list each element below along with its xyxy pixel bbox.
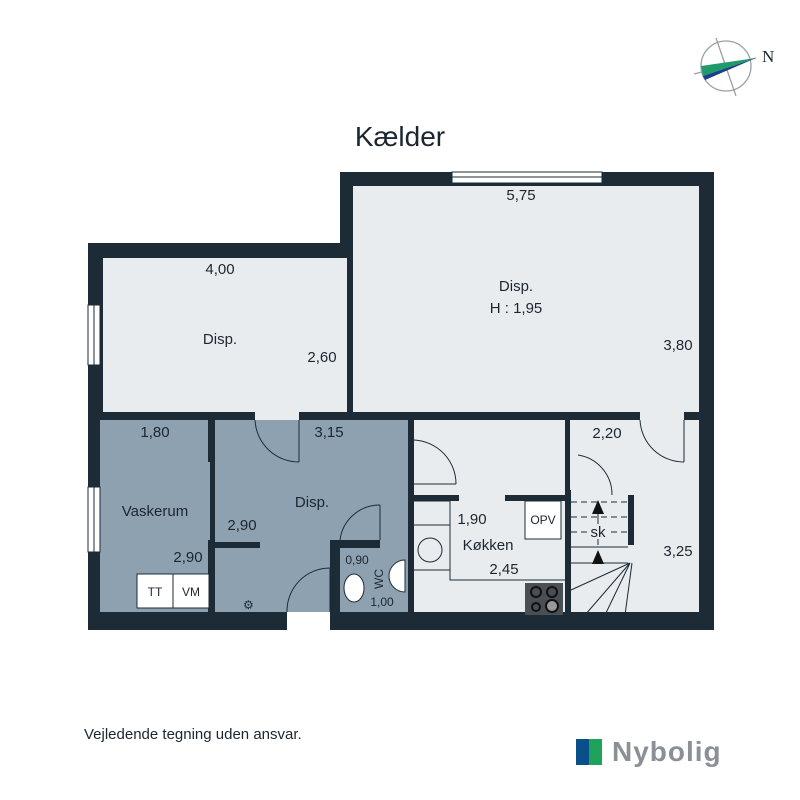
dim: 5,75 [506, 187, 535, 204]
brand-name: Nybolig [612, 736, 722, 767]
room-name: Disp. [295, 494, 329, 511]
room-name: Vaskerum [122, 503, 188, 520]
room-disp-1 [103, 258, 347, 412]
dim: 3,25 [663, 543, 692, 560]
room-name: WC [372, 569, 386, 589]
dishwasher-label: OPV [530, 513, 555, 527]
compass-icon: N [693, 37, 774, 97]
dim: 0,90 [345, 553, 369, 567]
room-name: Disp. [499, 278, 533, 295]
dim: 3,80 [663, 337, 692, 354]
dim: 2,60 [307, 349, 336, 366]
room-name: Disp. [203, 331, 237, 348]
tumble-dryer-label: TT [148, 585, 163, 599]
compass-north-label: N [762, 47, 774, 66]
dim: 1,80 [140, 424, 169, 441]
dim: 1,00 [370, 595, 394, 609]
brand-logo: Nybolig [576, 736, 722, 768]
dim: 2,20 [592, 425, 621, 442]
room-name: Køkken [463, 537, 514, 554]
dim: 1,90 [457, 511, 486, 528]
toilet-icon [343, 573, 365, 603]
stair-area [570, 420, 699, 615]
disclaimer: Vejledende tegning uden ansvar. [84, 726, 302, 743]
cupboard-label: sk [591, 524, 607, 541]
dim: 2,90 [227, 517, 256, 534]
dim: 2,90 [173, 549, 202, 566]
dim: 3,15 [314, 424, 343, 441]
dim: 4,00 [205, 261, 234, 278]
room-height: H : 1,95 [490, 300, 543, 317]
stove-icon [525, 583, 563, 615]
door [254, 419, 685, 613]
dim: 2,45 [489, 561, 518, 578]
nybolig-logo-icon [576, 739, 602, 765]
floor-title: Kælder [355, 121, 445, 152]
drain-icon: ⚙ [243, 598, 254, 612]
sink-icon [417, 537, 443, 563]
room-disp-2 [353, 186, 699, 412]
washing-machine-label: VM [182, 585, 200, 599]
washbasin-icon [388, 559, 406, 593]
